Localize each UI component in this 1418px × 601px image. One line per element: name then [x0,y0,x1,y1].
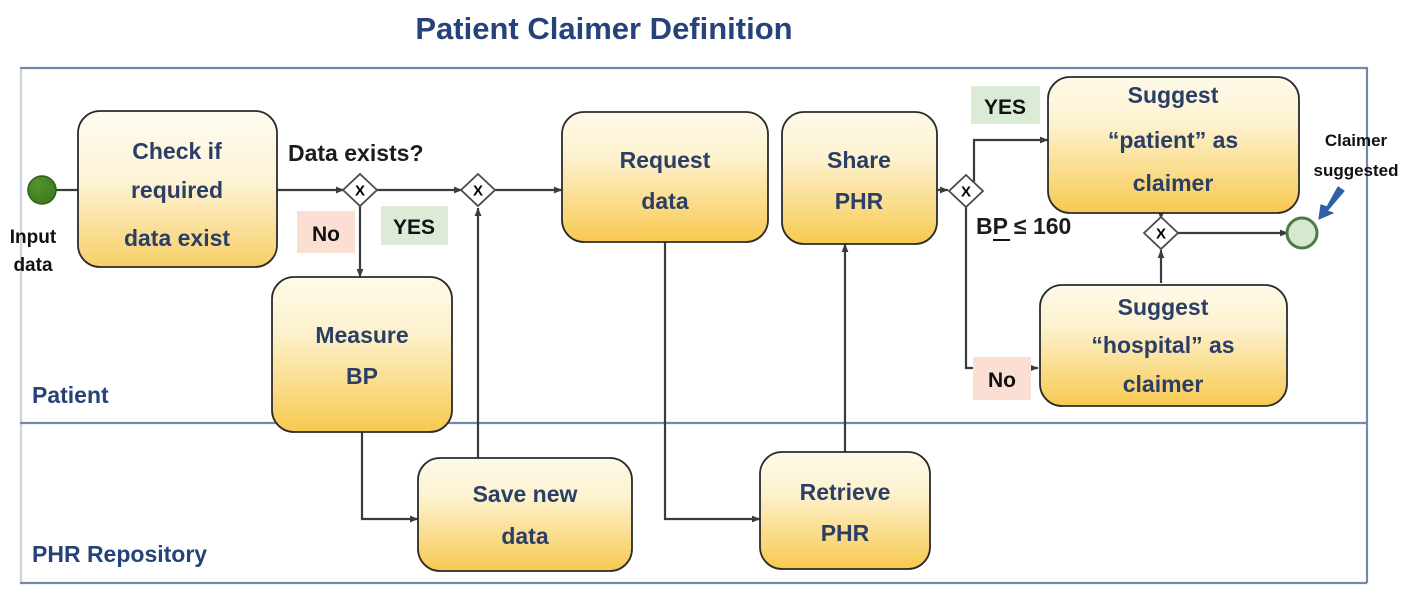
lane-label-patient: Patient [32,382,109,408]
task-suggest-patient-line-1: Suggest [1128,82,1219,108]
page-title: Patient Claimer Definition [415,11,792,46]
edge-label-bp-condition: BP ≤ 160 [976,213,1071,239]
gateway-bp-decision[interactable]: X [947,173,985,209]
annotation-claimer-suggested-line-2: suggested [1313,161,1398,180]
task-share-line-1: Share [827,147,891,173]
task-request-line-1: Request [620,147,711,173]
edge-badge-no-left: No [297,211,355,253]
task-retrieve-phr[interactable]: Retrieve PHR [759,451,931,570]
edge-badge-yes-left-text: YES [393,216,435,239]
edge-badge-yes-right-text: YES [984,96,1026,119]
task-suggest-hospital-line-3: claimer [1123,371,1204,397]
task-check-line-2: required [131,177,223,203]
flow-connectors [56,136,1289,523]
task-save-line-2: data [501,523,549,549]
gateway-x-symbol: X [355,183,365,200]
task-measure-bp[interactable]: Measure BP [271,276,453,433]
task-suggest-hospital-line-1: Suggest [1118,294,1209,320]
task-check-line-1: Check if [132,138,222,164]
gateway-merge-x-symbol: X [473,183,483,200]
task-retrieve-line-2: PHR [821,520,870,546]
edge-label-data-exists-question: Data exists? [288,140,424,166]
start-event-input-data[interactable] [27,175,57,205]
edge-badge-no-right: No [973,357,1031,400]
edge-badge-no-right-text: No [988,369,1016,392]
task-suggest-patient-line-3: claimer [1133,170,1214,196]
gateway-data-exists[interactable]: X [341,172,379,208]
task-suggest-patient-line-2: “patient” as [1108,127,1238,153]
task-request-line-2: data [641,188,689,214]
task-measure-line-2: BP [346,363,378,389]
pool-frame [19,66,1369,585]
lane-label-phr-repository: PHR Repository [32,541,207,567]
task-request-data[interactable]: Request data [561,111,769,243]
start-event-caption-line-2: data [13,255,53,276]
task-check-required-data[interactable]: Check if required data exist [77,110,278,268]
task-save-new-data[interactable]: Save new data [417,457,633,572]
gateway-bp-x-symbol: X [961,184,971,201]
gateway-merge-data[interactable]: X [459,172,497,208]
task-retrieve-line-1: Retrieve [800,479,891,505]
edge-badge-yes-left: YES [381,206,448,245]
task-check-line-3: data exist [124,225,230,251]
task-suggest-patient-claimer[interactable]: Suggest “patient” as claimer [1047,76,1300,214]
task-suggest-hospital-claimer[interactable]: Suggest “hospital” as claimer [1039,284,1288,407]
task-save-line-1: Save new [473,481,578,507]
start-event-caption-line-1: Input [10,227,57,248]
edge-badge-no-left-text: No [312,223,340,246]
task-share-phr[interactable]: Share PHR [781,111,938,245]
annotation-claimer-suggested-line-1: Claimer [1325,131,1388,150]
task-measure-line-1: Measure [315,322,408,348]
annotation-pointer-arrow-icon [1318,186,1345,220]
end-event-claimer-suggested[interactable] [1285,216,1319,250]
gateway-merge-claimer[interactable]: X [1142,215,1180,251]
task-suggest-hospital-line-2: “hospital” as [1091,332,1234,358]
gateway-merge-claimer-x-symbol: X [1156,226,1166,243]
task-share-line-2: PHR [835,188,884,214]
edge-badge-yes-right: YES [971,86,1040,124]
